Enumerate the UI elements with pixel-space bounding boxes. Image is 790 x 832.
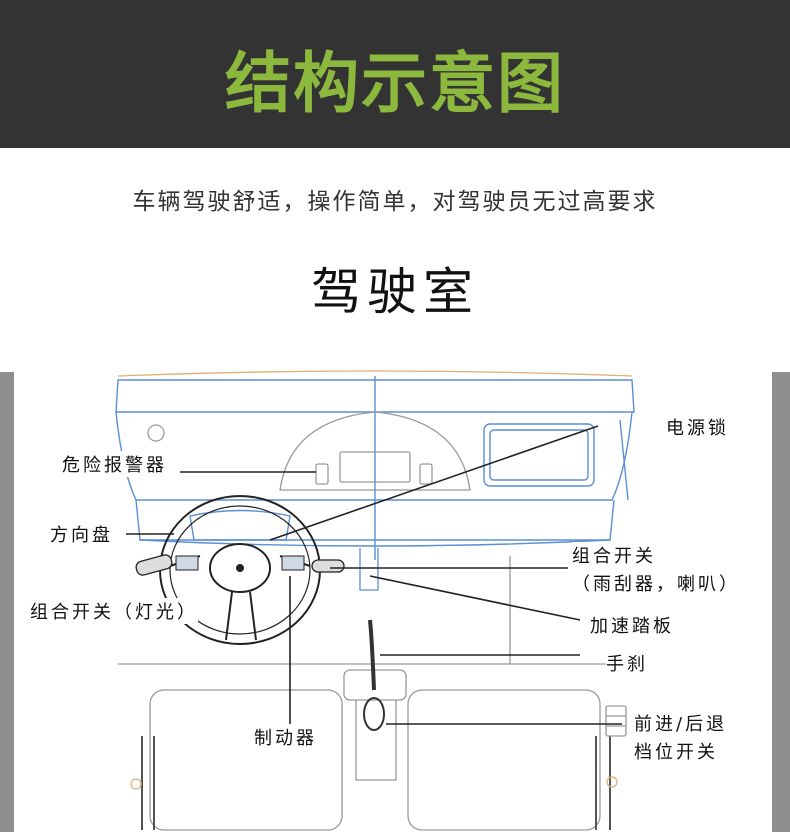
header-banner: 结构示意图 xyxy=(0,0,790,148)
label-gear-2: 档位开关 xyxy=(634,738,718,764)
label-handbrake: 手刹 xyxy=(606,650,648,676)
page-title: 结构示意图 xyxy=(225,45,565,122)
subtitle: 车辆驾驶舒适，操作简单，对驾驶员无过高要求 xyxy=(132,189,658,215)
label-hazard: 危险报警器 xyxy=(62,451,167,477)
leader-lines xyxy=(126,425,622,734)
label-accelerator: 加速踏板 xyxy=(590,612,674,638)
instrument-cluster xyxy=(117,370,633,491)
switch-stalks xyxy=(135,554,345,576)
label-wiper-switch-2: （雨刮器，喇叭） xyxy=(572,570,740,596)
label-light-switch: 组合开关（灯光） xyxy=(30,598,198,624)
left-frame-bar xyxy=(0,372,14,832)
label-wiper-switch-1: 组合开关 xyxy=(572,542,656,568)
steering-wheel xyxy=(159,495,321,645)
label-gear-1: 前进/后退 xyxy=(634,710,728,736)
label-brake: 制动器 xyxy=(254,724,317,750)
label-power-lock: 电源锁 xyxy=(666,414,729,440)
label-steering: 方向盘 xyxy=(50,521,113,547)
floor-and-seats xyxy=(118,548,632,831)
right-frame-bar xyxy=(772,372,790,832)
dashboard-outline xyxy=(115,376,635,560)
section-title: 驾驶室 xyxy=(311,263,479,321)
